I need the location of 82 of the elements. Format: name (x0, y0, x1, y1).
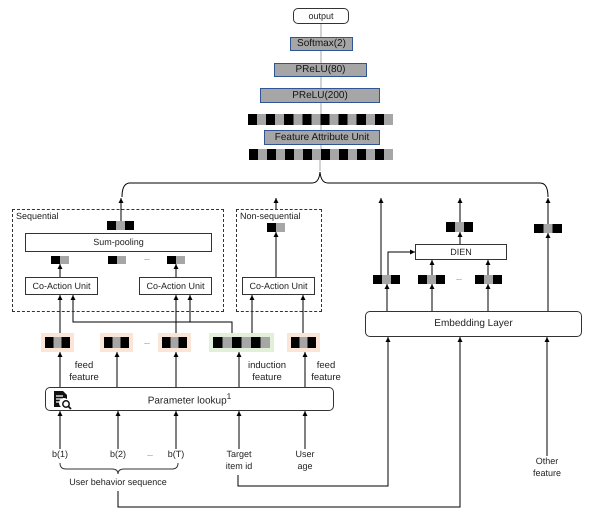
arrow (546, 198, 550, 224)
arrow (458, 198, 462, 222)
arrow (238, 336, 390, 486)
arrow (250, 294, 254, 334)
feature-vector (51, 256, 69, 264)
unit-box (242, 277, 315, 295)
box-label: PReLU(200) (292, 90, 348, 100)
arrow (118, 198, 124, 222)
arrow (302, 410, 308, 450)
box-label: Embedding Layer (434, 319, 513, 329)
box-label: output (308, 12, 334, 20)
feature-vector (267, 223, 285, 232)
feature-vector (446, 222, 473, 232)
box-label: DIEN (450, 248, 472, 256)
arrow (302, 352, 308, 388)
input-label: User age (288, 449, 322, 475)
feature-vector (418, 275, 445, 284)
layer-box (290, 37, 353, 51)
box-label: Co-Action Unit (32, 282, 91, 290)
feature-vector (475, 275, 502, 284)
arrow (114, 352, 120, 388)
arrow (546, 232, 550, 312)
dien-box (415, 244, 507, 260)
feature-vector (373, 275, 400, 284)
group-box (12, 209, 224, 312)
input-label: b(T) (162, 449, 190, 462)
box-label: Co-Action Unit (146, 282, 205, 290)
input-label: Other feature (528, 456, 566, 482)
arrow (58, 294, 62, 334)
feature-vector (108, 256, 126, 264)
box-label: Parameter lookup$^{1}$ (148, 392, 232, 406)
box-label: PReLU(80) (295, 65, 346, 75)
group-label: Non-sequential (240, 212, 301, 221)
unit-box (25, 277, 98, 295)
box-label: Softmax(2) (297, 39, 346, 49)
arrow (188, 294, 232, 334)
sequence-label: User behavior sequence (56, 477, 180, 491)
arrow (430, 284, 434, 312)
input-label: Target item id (218, 449, 260, 475)
arrow (58, 264, 62, 278)
input-label: b(1) (46, 449, 74, 462)
arrow (174, 410, 178, 450)
feature-vector (167, 256, 185, 264)
arrow (236, 410, 242, 450)
pooling-box (25, 233, 212, 252)
layer-box (264, 130, 380, 145)
arrow (300, 294, 306, 334)
feature-vector (249, 149, 393, 160)
layer-box (260, 88, 380, 103)
arrow (236, 352, 242, 388)
box-label: Feature Attribute Unit (274, 132, 370, 142)
layer-box (274, 63, 367, 77)
box-label: Sum-pooling (93, 238, 144, 247)
concatenation-brace (120, 171, 550, 198)
arrow (274, 232, 278, 278)
feature-vector (248, 114, 393, 125)
box-label: Co-Action Unit (249, 282, 308, 290)
arrow (430, 260, 434, 276)
arrow (384, 284, 390, 312)
arrow (388, 250, 416, 276)
arrow (458, 232, 462, 244)
feature-vector (107, 221, 134, 230)
arrow (58, 352, 62, 388)
unit-box (139, 277, 212, 295)
arrow (174, 264, 178, 278)
feature-vector (534, 224, 562, 233)
arrow (174, 294, 178, 334)
arrow (378, 198, 384, 276)
arrow (486, 260, 490, 276)
arrow (174, 352, 178, 388)
arrow (118, 336, 462, 508)
group-box (236, 209, 322, 312)
lookup-box (45, 387, 334, 411)
input-label: b(2) (104, 449, 132, 462)
arrow (58, 410, 62, 450)
arrow (274, 198, 278, 210)
output-box (293, 8, 349, 24)
arrow (116, 410, 120, 450)
arrow (486, 284, 490, 312)
group-label: Sequential (16, 212, 59, 221)
arrow (544, 336, 550, 456)
embedding-layer-box (365, 311, 582, 337)
